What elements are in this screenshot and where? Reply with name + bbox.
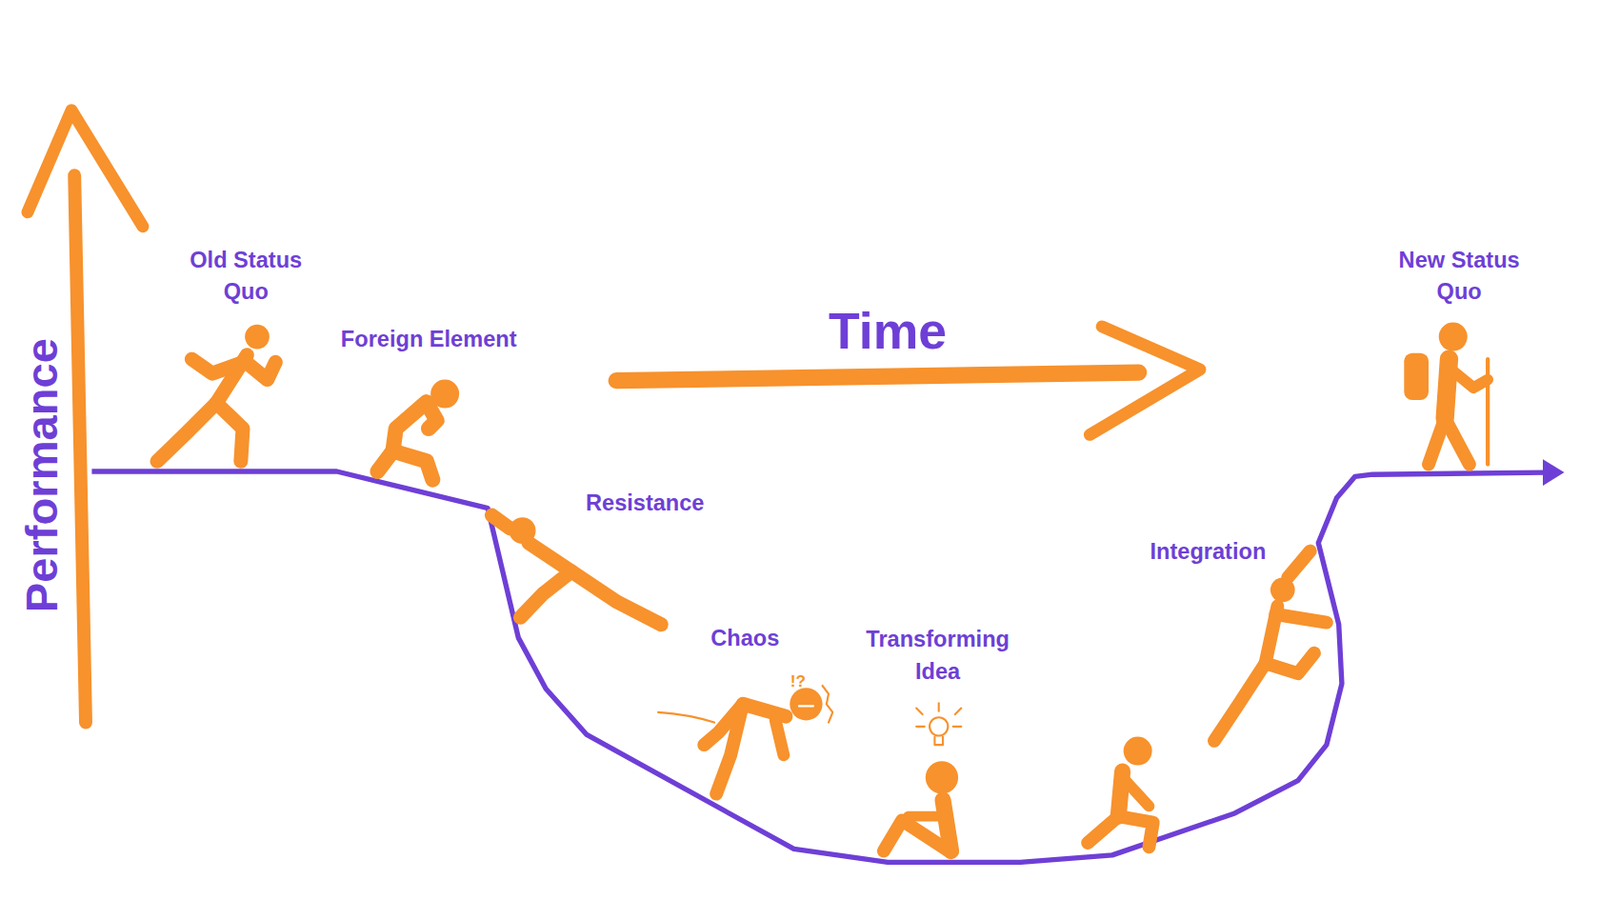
change-curve-part: [91, 471, 1546, 862]
time-arrow-part: [1089, 326, 1200, 436]
runner-figure-part: [216, 402, 243, 461]
chaos-figure-part: [742, 703, 786, 717]
rising-figure: [1087, 737, 1154, 848]
kneeling-figure-part: [428, 405, 438, 429]
stage-label: Integration: [1150, 536, 1267, 568]
kneeling-figure: [377, 380, 460, 480]
climbing-figure-part: [1214, 662, 1266, 740]
runner-figure: [157, 324, 276, 462]
chaos-figure-part: [799, 704, 814, 707]
chaos-figure-part: [658, 712, 715, 723]
hiker-figure-part: [1485, 359, 1490, 464]
resisting-figure-part: [520, 571, 572, 618]
climbing-figure: [1214, 551, 1327, 741]
runner-figure-part: [191, 359, 240, 374]
chaos-figure-part: [775, 720, 784, 755]
thinking-figure-part: [908, 811, 948, 822]
time-arrow-part: [616, 372, 1140, 381]
axis-title: Time: [828, 296, 947, 368]
thinking-figure-part: [916, 702, 961, 727]
resisting-figure-part: [528, 542, 572, 572]
stage-label: New Status Quo: [1393, 244, 1526, 308]
resisting-figure-part: [571, 571, 661, 625]
hiker-figure-part: [1451, 369, 1489, 388]
chaos-figure-part: [716, 703, 743, 794]
rising-figure-part: [1124, 780, 1150, 807]
performance-axis-part: [74, 175, 86, 722]
rising-figure-part: [1118, 816, 1153, 847]
hiker-figure-part: [1403, 353, 1429, 400]
kneeling-figure-part: [377, 451, 393, 472]
climbing-figure-part: [1287, 551, 1311, 579]
exclamation-symbol: !?: [790, 670, 806, 694]
stage-label: Chaos: [710, 622, 780, 655]
chaos-figure: [658, 685, 833, 795]
thinking-figure: [883, 702, 961, 851]
thinking-figure-part: [925, 760, 959, 794]
thinking-figure-part: [929, 717, 948, 736]
resisting-figure-part: [491, 515, 510, 529]
stage-label: Old Status Quo: [180, 244, 313, 308]
chaos-figure-part: [822, 685, 834, 723]
thinking-figure-part: [883, 820, 950, 851]
axis-title: Performance: [9, 338, 73, 613]
climbing-figure-part: [1275, 614, 1327, 623]
hiker-figure-part: [1444, 418, 1470, 464]
resisting-figure: [491, 515, 661, 625]
hiker-figure: [1403, 322, 1488, 465]
runner-figure-part: [244, 360, 276, 380]
change-curve: [91, 471, 1546, 862]
stage-label: Resistance: [585, 487, 704, 520]
runner-figure-part: [244, 324, 270, 350]
runner-figure-part: [157, 402, 217, 461]
hiker-figure-part: [1439, 322, 1468, 352]
rising-figure-part: [1087, 816, 1119, 843]
chaos-figure-part: [789, 687, 822, 720]
rising-figure-part: [1123, 737, 1153, 766]
stage-label: Foreign Element: [340, 323, 518, 356]
climbing-figure-part: [1265, 653, 1315, 674]
curve-arrowhead: [1542, 459, 1565, 486]
performance-axis-part: [27, 110, 143, 227]
thinking-figure-part: [934, 737, 943, 746]
stage-label: Transforming Idea: [851, 624, 1025, 688]
